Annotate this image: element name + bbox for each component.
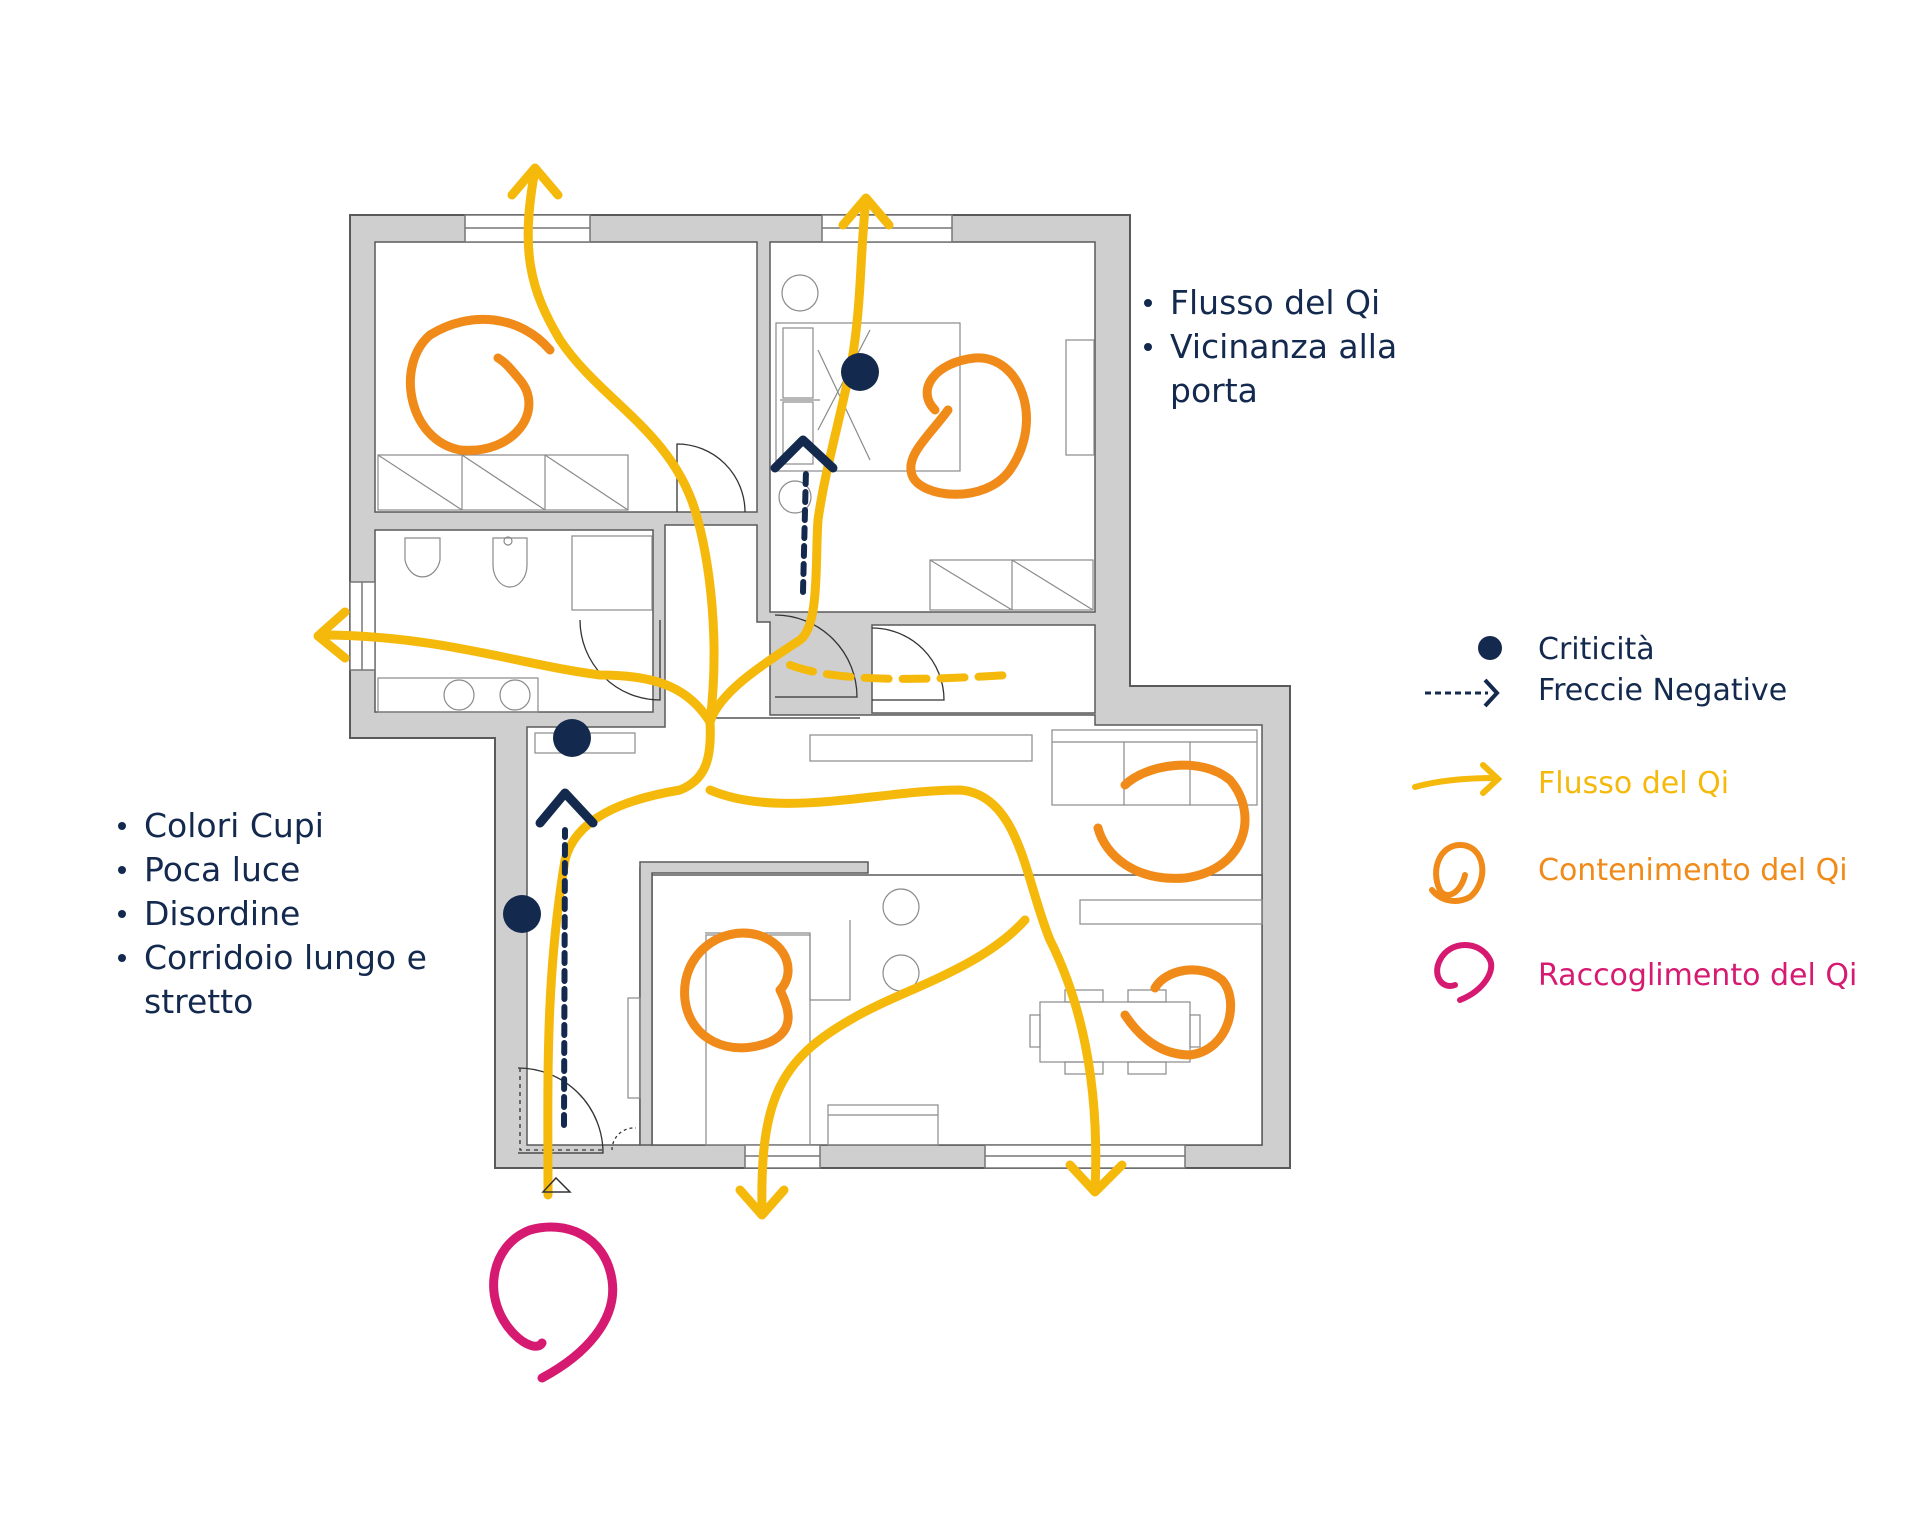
notes-right: Flusso del Qi Vicinanza alla porta <box>1142 281 1432 413</box>
notes-left: Colori Cupi Poca luce Disordine Corridoi… <box>116 804 446 1024</box>
legend-gathering-label: Raccoglimento del Qi <box>1538 958 1858 993</box>
legend-flow-arrow-icon <box>1412 762 1503 796</box>
note-item: Vicinanza alla porta <box>1142 325 1432 413</box>
critical-points <box>503 353 879 933</box>
note-item: Corridoio lungo e stretto <box>116 936 446 1024</box>
spiral-icon <box>1120 965 1235 1060</box>
criticita-dot <box>553 719 591 757</box>
qi-flow-paths <box>313 163 1127 1220</box>
spiral-icon <box>1093 760 1250 883</box>
doors <box>517 443 945 1154</box>
room-top-left-bedroom <box>374 241 758 513</box>
criticita-dot <box>841 353 879 391</box>
note-item: Disordine <box>116 892 446 936</box>
legend-negative-arrow-icon <box>1425 678 1500 708</box>
negative-arrows <box>535 435 838 1128</box>
entrance-marker <box>541 1176 572 1193</box>
legend-containment-label: Contenimento del Qi <box>1538 853 1848 888</box>
qi-flow-dashed-closet <box>786 661 1012 683</box>
flow-path-entrance <box>543 717 715 1200</box>
spiral-icon <box>405 314 555 455</box>
flow-path-right <box>705 785 1101 1195</box>
spiral-icon <box>680 928 793 1053</box>
qi-gathering-spiral <box>489 1222 618 1383</box>
legend-flow-label: Flusso del Qi <box>1538 766 1730 801</box>
flow-head <box>1065 1160 1127 1197</box>
room-bathroom <box>374 529 654 713</box>
legend-containment-spiral-icon <box>1429 841 1486 904</box>
flow-head <box>735 1185 789 1220</box>
flow-path-top-left <box>523 165 719 727</box>
spiral-icon <box>906 353 1031 499</box>
flow-head <box>507 163 563 200</box>
flow-head <box>838 193 894 230</box>
note-item: Flusso del Qi <box>1142 281 1432 325</box>
legend-negative-arrows-label: Freccie Negative <box>1538 673 1788 708</box>
legend-criticita-icon <box>1478 636 1502 660</box>
furniture <box>377 274 1263 1146</box>
flow-path-study <box>757 915 1030 1215</box>
note-item: Poca luce <box>116 848 446 892</box>
legend-gathering-spiral-icon <box>1434 942 1495 1003</box>
note-item: Colori Cupi <box>116 804 446 848</box>
room-closet <box>871 624 1096 714</box>
criticita-dot <box>503 895 541 933</box>
flow-path-left <box>315 630 715 727</box>
flow-path-top-right <box>705 195 871 727</box>
qi-containment-spirals <box>405 314 1250 1060</box>
legend <box>1412 636 1503 1003</box>
room-study <box>651 874 1263 1146</box>
legend-criticita-label: Criticità <box>1538 632 1655 667</box>
flow-head <box>313 607 350 663</box>
